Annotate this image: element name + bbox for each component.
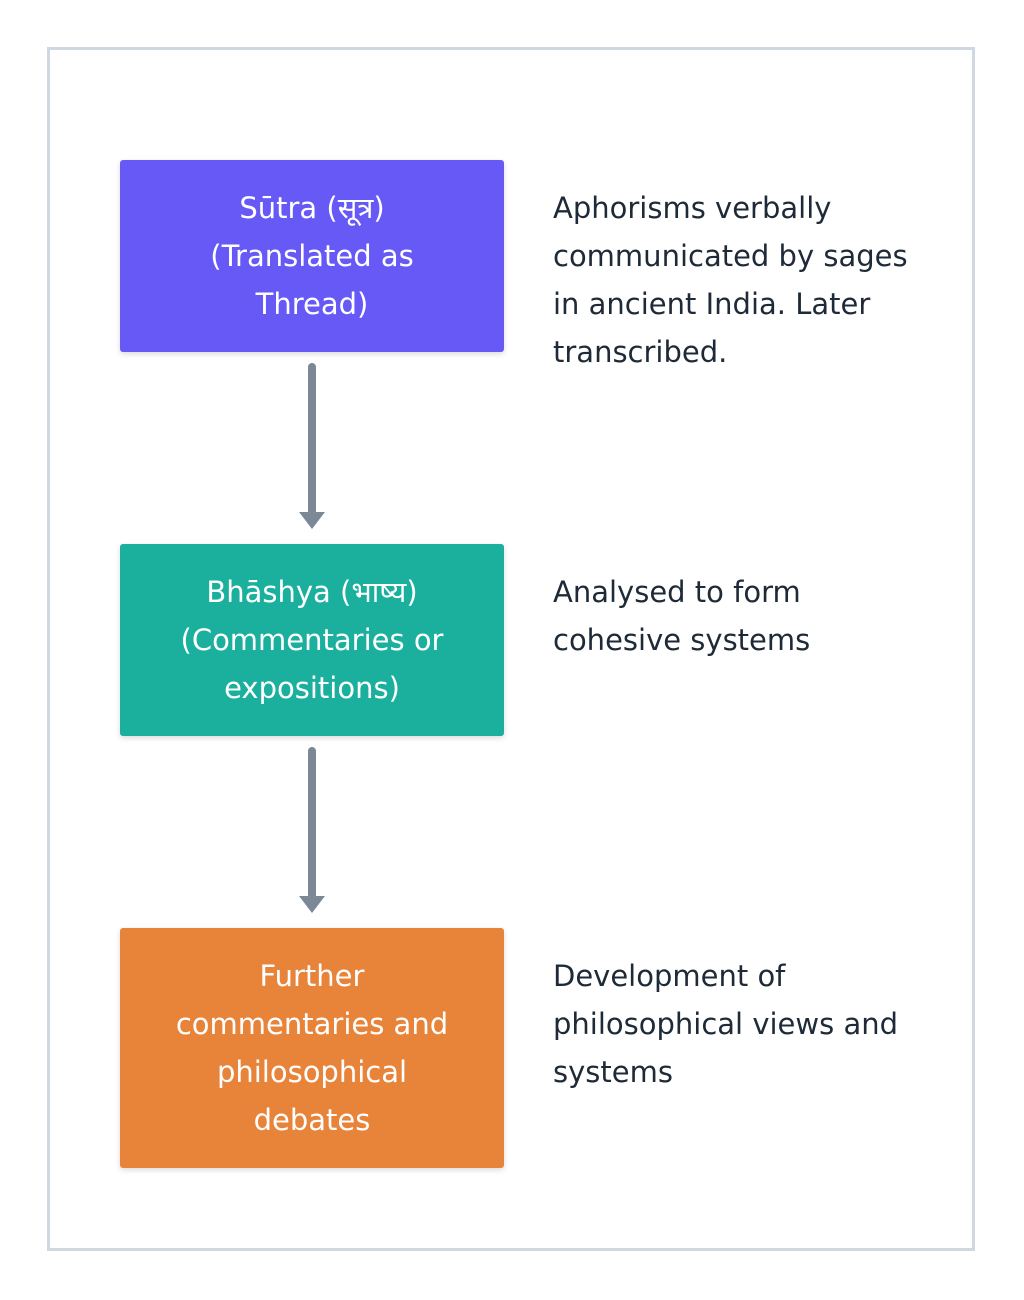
description-further-line-1: Development of xyxy=(553,959,786,993)
node-further-line-3: philosophical xyxy=(216,1055,408,1089)
description-sutra-line-3: in ancient India. Later xyxy=(553,287,871,321)
description-bhashya: Analysed to form cohesive systems xyxy=(553,568,953,664)
node-sutra-line-1: Sūtra (सूत्र) xyxy=(239,191,385,225)
node-bhashya-line-3: expositions) xyxy=(224,671,400,705)
node-further-commentaries: Further commentaries and philosophical d… xyxy=(120,928,504,1168)
arrow-sutra-to-bhashya xyxy=(299,363,325,529)
description-bhashya-line-2: cohesive systems xyxy=(553,623,811,657)
node-bhashya-line-2: (Commentaries or xyxy=(180,623,444,657)
node-sutra: Sūtra (सूत्र) (Translated as Thread) xyxy=(120,160,504,352)
node-further-line-4: debates xyxy=(253,1103,371,1137)
node-bhashya: Bhāshya (भाष्य) (Commentaries or exposit… xyxy=(120,544,504,736)
description-further-line-2: philosophical views and xyxy=(553,1007,898,1041)
arrowhead xyxy=(299,896,325,913)
description-sutra-line-1: Aphorisms verbally xyxy=(553,191,832,225)
description-sutra-line-2: communicated by sages xyxy=(553,239,908,273)
node-further-line-2: commentaries and xyxy=(175,1007,449,1041)
description-further-line-3: systems xyxy=(553,1055,673,1089)
node-further-line-1: Further xyxy=(259,959,365,993)
node-sutra-line-3: Thread) xyxy=(255,287,369,321)
node-bhashya-line-1: Bhāshya (भाष्य) xyxy=(206,575,418,609)
description-bhashya-line-1: Analysed to form xyxy=(553,575,801,609)
description-further: Development of philosophical views and s… xyxy=(553,952,953,1096)
description-sutra-line-4: transcribed. xyxy=(553,335,728,369)
node-sutra-line-2: (Translated as xyxy=(210,239,414,273)
arrowhead xyxy=(299,512,325,529)
arrow-bhashya-to-further xyxy=(299,747,325,913)
description-sutra: Aphorisms verbally communicated by sages… xyxy=(553,184,953,376)
